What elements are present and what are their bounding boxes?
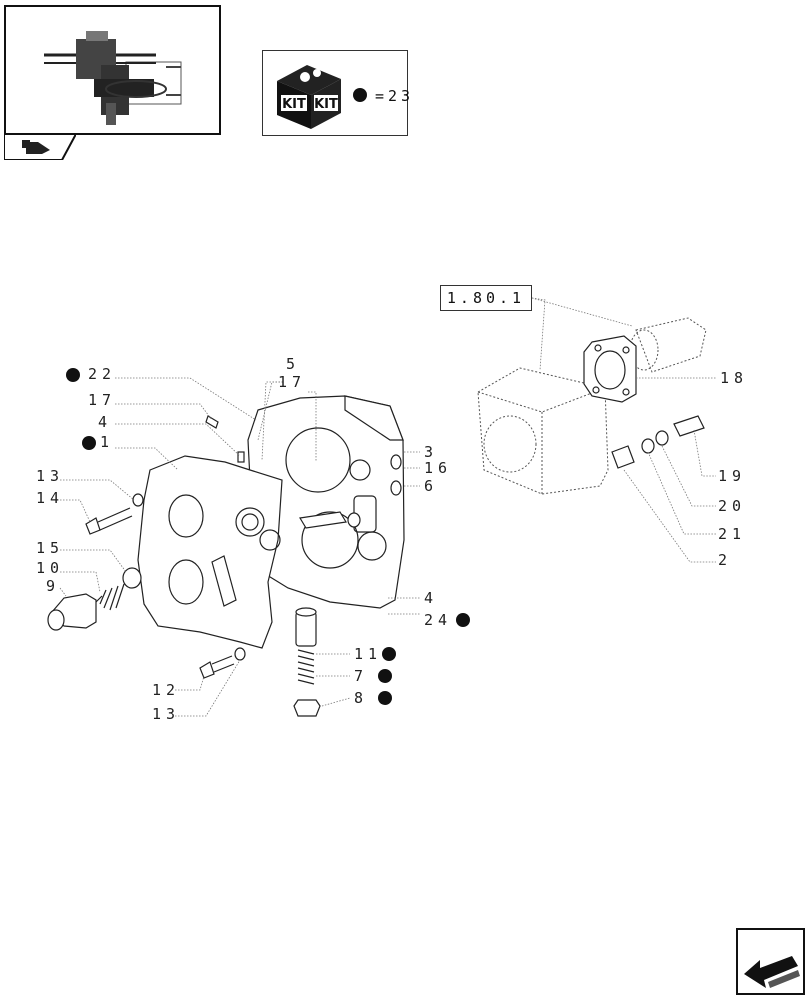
callout-17[interactable]: 17: [278, 373, 307, 391]
kit-legend-box: KIT KIT: [262, 50, 408, 136]
kit-marker-dot: [378, 669, 392, 683]
assembly-thumbnail-drawing: [44, 31, 182, 125]
assembly-location-thumbnail[interactable]: [4, 5, 221, 135]
callout-6[interactable]: 6: [424, 477, 439, 495]
callout-4[interactable]: 4: [98, 413, 113, 431]
callout-7[interactable]: 7: [354, 667, 369, 685]
callout-2[interactable]: 2: [718, 551, 733, 569]
callout-24[interactable]: 24: [424, 611, 453, 629]
callout-16[interactable]: 16: [424, 459, 453, 477]
callout-8[interactable]: 8: [354, 689, 369, 707]
callout-4[interactable]: 4: [424, 589, 439, 607]
callout-15[interactable]: 15: [36, 539, 65, 557]
kit-marker-dot: [82, 436, 96, 450]
callout-21[interactable]: 21: [718, 525, 747, 543]
kit-marker-dot: [456, 613, 470, 627]
callout-10[interactable]: 10: [36, 559, 65, 577]
callout-13[interactable]: 13: [36, 467, 65, 485]
callout-9[interactable]: 9: [46, 577, 61, 595]
tractor-section-tab[interactable]: [3, 133, 78, 161]
kit-equals-value: =23: [375, 87, 415, 105]
callout-14[interactable]: 14: [36, 489, 65, 507]
callout-13[interactable]: 13: [152, 705, 181, 723]
callout-17[interactable]: 17: [88, 391, 117, 409]
kit-label-left: KIT: [282, 97, 306, 112]
callout-22[interactable]: 22: [88, 365, 117, 383]
callout-1[interactable]: 1: [100, 433, 115, 451]
reference-section-box[interactable]: 1.80.1: [440, 285, 532, 311]
kit-label-right: KIT: [314, 97, 338, 112]
callout-20[interactable]: 20: [718, 497, 747, 515]
kit-marker-dot: [66, 368, 80, 382]
next-page-button[interactable]: [736, 928, 805, 995]
callout-19[interactable]: 19: [718, 467, 747, 485]
callout-5[interactable]: 5: [286, 355, 301, 373]
callout-12[interactable]: 12: [152, 681, 181, 699]
callout-18[interactable]: 18: [720, 369, 749, 387]
callout-11[interactable]: 11: [354, 645, 383, 663]
kit-cube-icon: KIT KIT: [277, 65, 367, 129]
kit-marker-dot: [378, 691, 392, 705]
next-page-arrow-icon: [744, 956, 800, 988]
callout-3[interactable]: 3: [424, 443, 439, 461]
kit-marker-dot: [382, 647, 396, 661]
